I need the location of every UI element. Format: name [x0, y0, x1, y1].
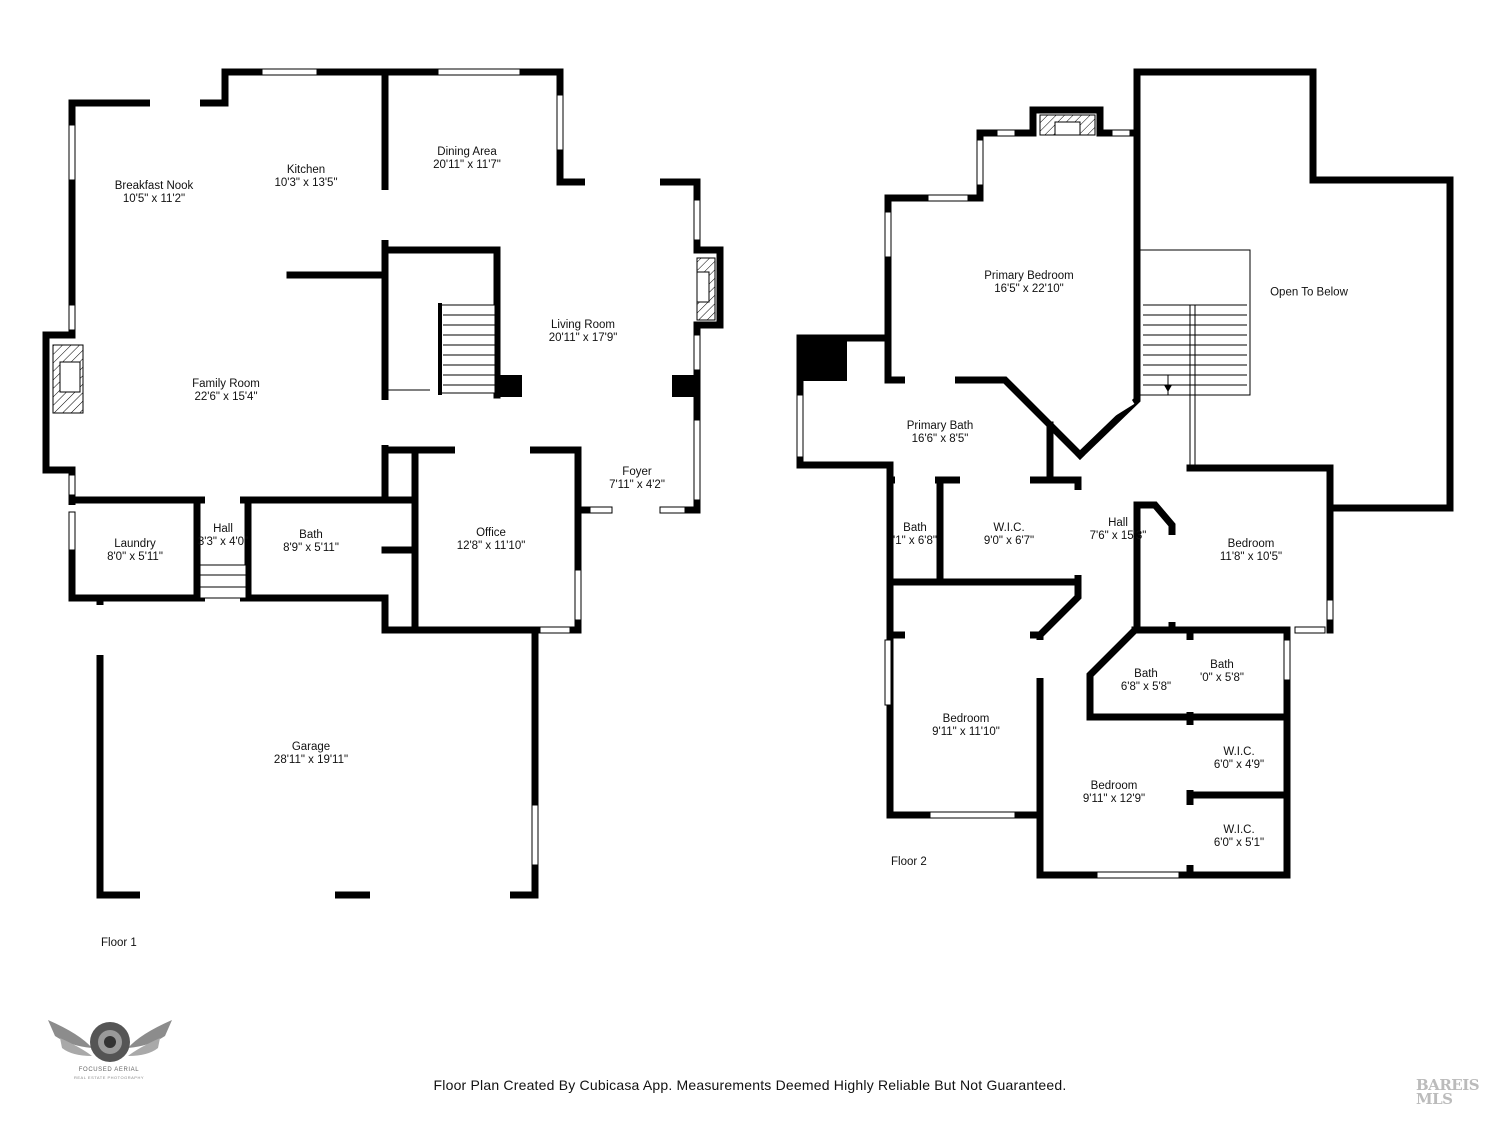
floor2-fixtures: [797, 114, 1251, 465]
room-size: 22'6" x 15'4": [194, 391, 258, 403]
room-size: 10'5" x 11'2": [122, 193, 186, 205]
room-name: Hall: [213, 523, 233, 535]
room-size: 8'9" x 5'11": [283, 542, 339, 554]
room-size: 6'0" x 5'1": [1213, 837, 1265, 849]
room-size: 9'0" x 6'7": [983, 535, 1035, 547]
room-size: 6'0" x 4'9": [1213, 759, 1265, 771]
mls-logo: BAREIS MLS: [1416, 1076, 1480, 1108]
logo-name: FOCUSED AERIAL: [78, 1067, 140, 1073]
room-open-to-below: Open To Below: [1270, 287, 1348, 300]
room-name: Living Room: [551, 319, 615, 331]
room-size: '0" x 5'8": [1200, 672, 1244, 684]
room-size: 9'11" x 11'10": [932, 726, 1000, 738]
room-size: 3'3" x 4'0": [197, 536, 249, 548]
room-name: Garage: [291, 741, 331, 753]
room-size: 8'0" x 5'11": [107, 551, 163, 563]
room-name: Bath: [1134, 668, 1158, 680]
room-name: W.I.C.: [1223, 746, 1255, 758]
floor2-openings: [895, 375, 1195, 865]
room-size: 6'8" x 5'8": [1120, 681, 1172, 693]
floor2-walls: [796, 68, 1454, 879]
room-size: 20'11" x 11'7": [433, 159, 501, 171]
room-name: Laundry: [114, 538, 156, 550]
logo-graphic: [48, 1020, 172, 1062]
room-name: W.I.C.: [993, 522, 1025, 534]
room-size: 28'11" x 19'11": [273, 754, 349, 766]
room-name: Bath: [299, 529, 323, 541]
room-name: Bedroom: [1227, 538, 1275, 550]
floor1-fixtures: [52, 257, 716, 599]
room-size: 7'6" x 15'3": [1089, 530, 1147, 542]
room-name: Bath: [903, 522, 927, 534]
room-wic-primary: W.I.C.9'0" x 6'7": [984, 522, 1034, 548]
floor2-label: Floor 2: [891, 856, 927, 868]
room-name: Family Room: [192, 378, 260, 390]
room-name: Office: [476, 527, 506, 539]
room-size: 20'11" x 17'9": [548, 332, 618, 344]
room-size: 11'8" x 10'5": [1219, 551, 1283, 563]
room-name: Bedroom: [1090, 780, 1138, 792]
room-size: 16'6" x 8'5": [911, 433, 969, 445]
room-bath-2: Bath'1" x 6'8": [893, 522, 937, 548]
room-size: 12'8" x 11'10": [456, 540, 526, 552]
room-name: Primary Bedroom: [984, 270, 1074, 282]
room-wic-2: W.I.C.6'0" x 4'9": [1214, 746, 1264, 772]
room-name: Hall: [1108, 517, 1128, 529]
room-name: Breakfast Nook: [114, 180, 194, 192]
room-name: Dining Area: [437, 146, 497, 158]
room-wic-3: W.I.C.6'0" x 5'1": [1214, 824, 1264, 850]
room-name: Kitchen: [286, 164, 326, 176]
room-size: '1" x 6'8": [893, 535, 937, 547]
room-name: Primary Bath: [906, 420, 974, 432]
room-size: 9'11" x 12'9": [1082, 793, 1146, 805]
room-size: 10'3" x 13'5": [274, 177, 338, 189]
room-name: Bedroom: [942, 713, 990, 725]
floor1-label: Floor 1: [101, 937, 137, 949]
room-size: 16'5" x 22'10": [994, 283, 1064, 295]
room-bath-4: Bath'0" x 5'8": [1200, 659, 1244, 685]
room-name: W.I.C.: [1223, 824, 1255, 836]
room-size: 7'11" x 4'2": [609, 479, 665, 491]
floor1-windows: [68, 68, 701, 866]
disclaimer-text: Floor Plan Created By Cubicasa App. Meas…: [433, 1077, 1067, 1093]
floor1-walls: [42, 68, 724, 899]
room-name: Bath: [1210, 659, 1234, 671]
room-name: Open To Below: [1270, 286, 1348, 299]
room-name: Foyer: [622, 466, 652, 478]
logo-tagline: REAL ESTATE PHOTOGRAPHY: [73, 1075, 145, 1080]
floor2-windows: [796, 129, 1334, 879]
